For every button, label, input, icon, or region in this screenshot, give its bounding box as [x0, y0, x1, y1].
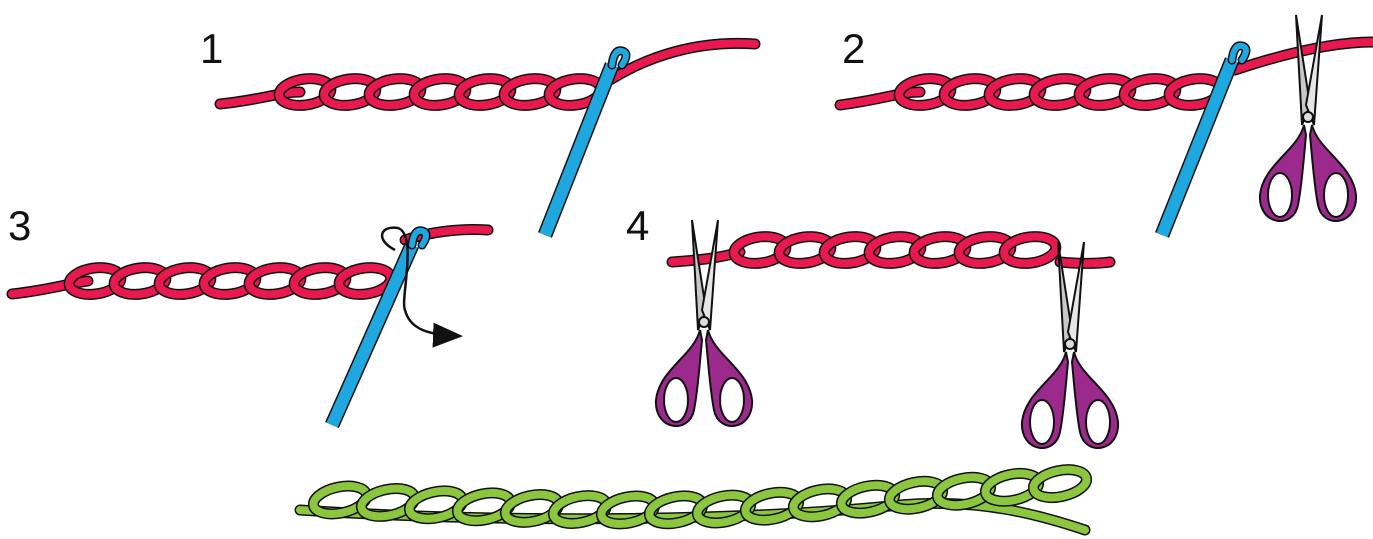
- scissors-icon: [1022, 242, 1118, 448]
- scissor-pivot: [1065, 339, 1075, 349]
- chain-stitches: [897, 76, 1222, 109]
- step-2-illustration: [840, 15, 1373, 235]
- chain-stitches: [277, 76, 602, 109]
- scissor-handle-hole: [720, 378, 744, 422]
- step-3-illustration: [12, 228, 488, 425]
- scissor-handle-hole: [1268, 173, 1292, 217]
- chain-loop: [1031, 465, 1089, 502]
- finished-chain-illustration: [300, 465, 1089, 530]
- scissor-handle-hole: [1086, 400, 1110, 444]
- crochet-hook-icon: [332, 231, 426, 425]
- step-4-illustration: [656, 220, 1118, 448]
- scissor-blade: [702, 220, 718, 330]
- scissor-pivot: [699, 317, 709, 327]
- step-1-illustration: [220, 43, 755, 235]
- chain-stitches: [67, 265, 392, 298]
- scissor-pivot: [1303, 112, 1313, 122]
- yarn-tail: [1060, 262, 1110, 264]
- scissor-handle-hole: [664, 378, 688, 422]
- scissor-handle-hole: [1324, 173, 1348, 217]
- scissor-blade: [1306, 15, 1322, 125]
- scissor-handle-hole: [1030, 400, 1054, 444]
- chain-stitches: [732, 234, 1057, 267]
